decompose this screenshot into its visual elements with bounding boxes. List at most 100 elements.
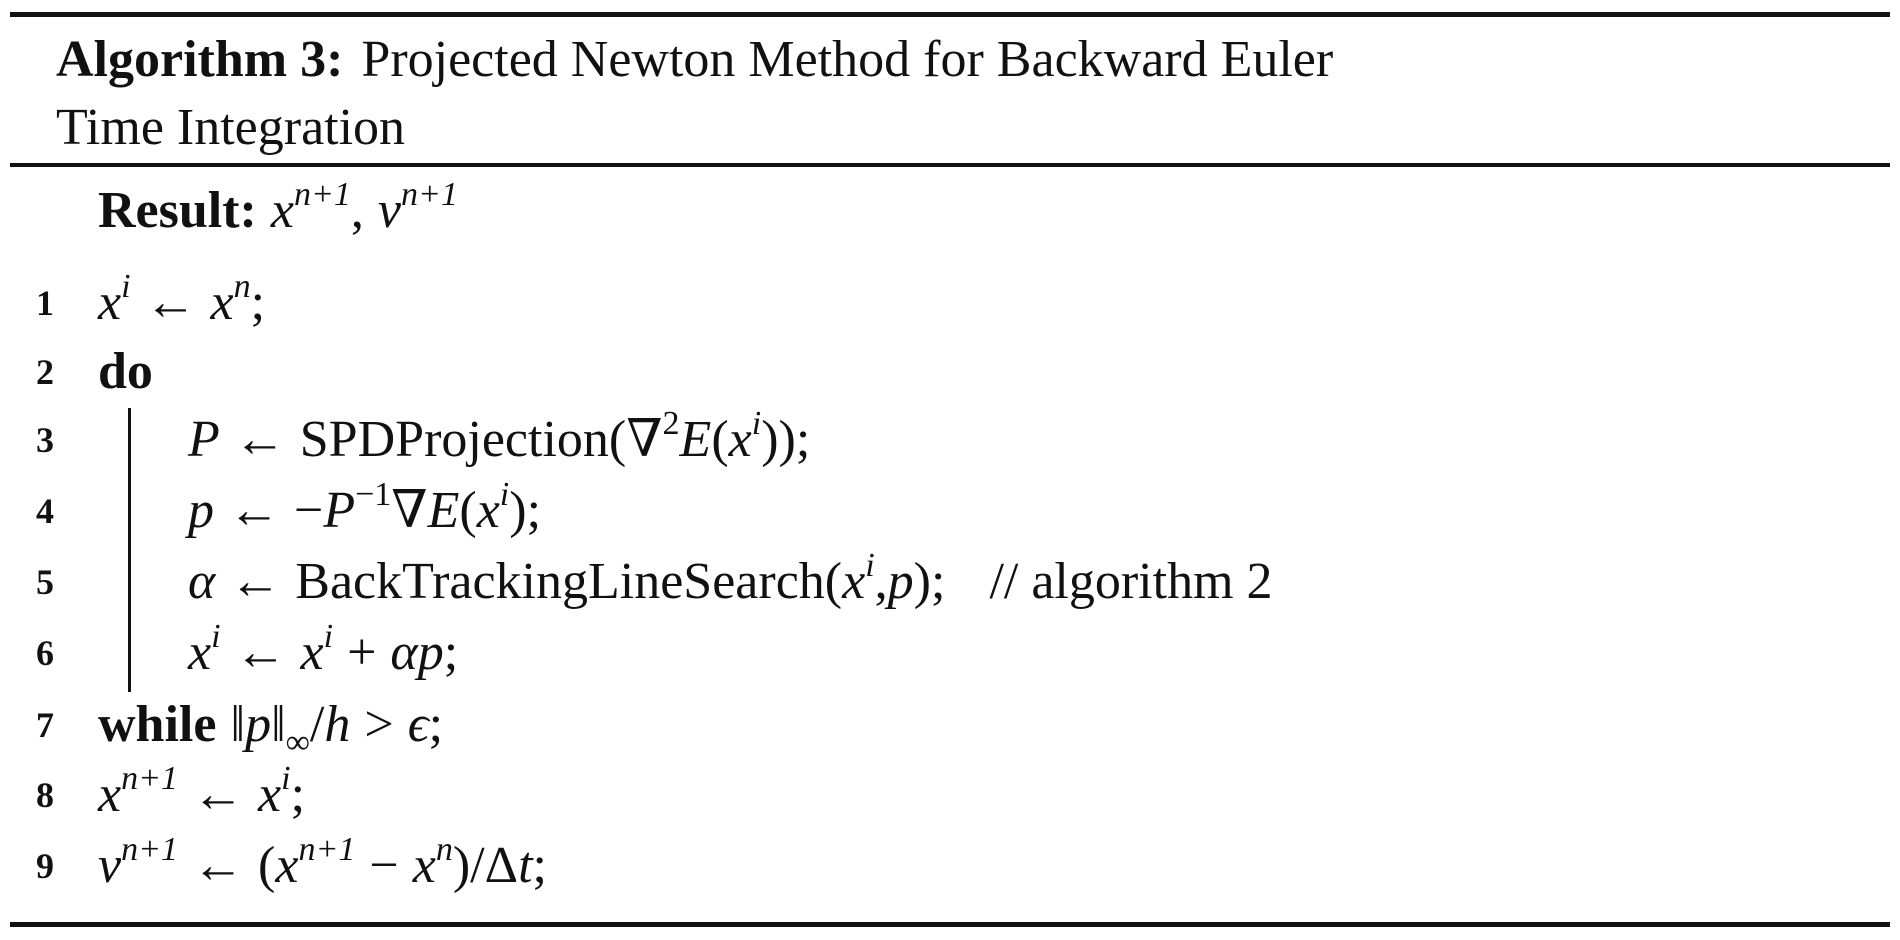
algorithm-title-line2: Time Integration bbox=[56, 99, 406, 156]
math-glyph: ) bbox=[761, 411, 779, 468]
math-glyph: n+1 bbox=[298, 831, 356, 868]
math-glyph: x bbox=[728, 411, 752, 468]
while-keyword: while bbox=[98, 696, 217, 753]
algorithm-title-line1: Projected Newton Method for Backward Eul… bbox=[361, 31, 1334, 88]
algorithm-line-5: 5 α←BackTrackingLineSearch(xi,p);// algo… bbox=[0, 547, 1880, 617]
math-glyph: ← bbox=[228, 482, 280, 539]
math-glyph: i bbox=[121, 268, 131, 305]
math-glyph: ( bbox=[258, 837, 276, 894]
algorithm-line-3: 3 P←SPDProjection(∇2E(xi)); bbox=[0, 405, 1880, 475]
math-glyph: ( bbox=[711, 411, 729, 468]
algorithm-line-2: 2 do bbox=[0, 337, 1880, 407]
math-glyph: i bbox=[281, 760, 291, 797]
math-glyph: i bbox=[865, 547, 875, 584]
algorithm-label: Algorithm 3: bbox=[56, 31, 344, 88]
math-glyph: ; bbox=[250, 274, 266, 331]
math-glyph: ; bbox=[532, 837, 547, 894]
algorithm-line-7: 7 while‖p‖∞/h>ϵ; bbox=[0, 690, 1880, 760]
math-glyph: p bbox=[245, 696, 272, 753]
math-glyph: ; bbox=[795, 411, 811, 468]
math-glyph: x bbox=[270, 182, 294, 239]
math-glyph: i bbox=[323, 618, 334, 655]
math-glyph: E bbox=[679, 411, 712, 468]
math-glyph: − bbox=[369, 837, 399, 894]
math-glyph: α bbox=[390, 624, 418, 681]
math-glyph: ← bbox=[192, 766, 245, 823]
algorithm-caption: Algorithm 3: Projected Newton Method for … bbox=[56, 26, 1756, 162]
math-glyph: n bbox=[435, 831, 453, 868]
math-glyph: i bbox=[499, 476, 510, 513]
math-glyph: x bbox=[98, 766, 122, 823]
math-glyph: x bbox=[412, 837, 436, 894]
algorithm-line-1: 1 xi←xn; bbox=[0, 268, 1880, 338]
do-keyword: do bbox=[98, 343, 153, 400]
math-glyph: n bbox=[233, 268, 251, 305]
math-glyph: ← bbox=[229, 553, 282, 610]
math-glyph: ← bbox=[234, 624, 287, 681]
math-glyph: ∞ bbox=[285, 724, 310, 761]
line-number: 7 bbox=[36, 705, 54, 745]
comment-algorithm-2: // algorithm 2 bbox=[989, 553, 1273, 610]
line-number: 3 bbox=[36, 420, 54, 460]
math-glyph: ∇ bbox=[391, 482, 428, 539]
math-glyph: ( bbox=[608, 411, 627, 468]
math-glyph: x bbox=[476, 482, 500, 539]
math-glyph: p bbox=[417, 624, 444, 681]
math-glyph: , bbox=[350, 182, 364, 239]
math-glyph: ; bbox=[930, 553, 946, 610]
math-glyph: x bbox=[188, 624, 212, 681]
math-glyph: ) bbox=[509, 482, 527, 539]
math-glyph: P bbox=[188, 411, 220, 468]
math-glyph: Δ bbox=[484, 837, 519, 894]
math-glyph: ) bbox=[778, 411, 796, 468]
math-glyph: ϵ bbox=[407, 696, 429, 753]
math-glyph: ; bbox=[526, 482, 542, 539]
math-glyph: ← bbox=[192, 837, 245, 894]
math-glyph: ∇ bbox=[626, 411, 663, 468]
algorithm-line-6: 6 xi←xi+αp; bbox=[0, 618, 1880, 688]
math-glyph: p bbox=[887, 553, 914, 610]
math-glyph: + bbox=[347, 624, 377, 681]
line-number: 6 bbox=[36, 633, 54, 673]
math-glyph: ; bbox=[443, 624, 459, 681]
math-glyph: 2 bbox=[662, 405, 680, 442]
math-glyph: n+1 bbox=[401, 176, 458, 213]
math-glyph: ; bbox=[428, 696, 444, 753]
line-number: 8 bbox=[36, 775, 54, 815]
math-glyph: x bbox=[98, 274, 122, 331]
math-glyph: ) bbox=[913, 553, 931, 610]
math-glyph: t bbox=[518, 837, 533, 894]
math-glyph: n+1 bbox=[121, 831, 179, 868]
math-glyph: ← bbox=[144, 274, 197, 331]
math-glyph: ← bbox=[233, 411, 286, 468]
algorithm-line-9: 9 vn+1←(xn+1−xn)/Δt; bbox=[0, 831, 1880, 901]
math-glyph: x bbox=[258, 766, 282, 823]
line-number: 4 bbox=[36, 491, 54, 531]
math-glyph: α bbox=[188, 553, 216, 610]
result-keyword: Result: bbox=[98, 182, 257, 239]
algorithm-line-4: 4 p←−P−1∇E(xi); bbox=[0, 476, 1880, 546]
math-glyph: i bbox=[211, 618, 221, 655]
math-glyph: BackTrackingLineSearch bbox=[295, 553, 825, 610]
bottom-rule bbox=[10, 922, 1890, 927]
algorithm-line-8: 8 xn+1←xi; bbox=[0, 760, 1880, 830]
result-line: Result:xn+1,vn+1 bbox=[0, 176, 1880, 246]
top-rule bbox=[10, 12, 1890, 17]
line-number: 9 bbox=[36, 846, 54, 886]
line-number: 5 bbox=[36, 562, 54, 602]
math-glyph: − bbox=[294, 482, 324, 539]
math-glyph: / bbox=[309, 696, 325, 753]
math-glyph: v bbox=[98, 837, 122, 894]
math-glyph: x bbox=[842, 553, 866, 610]
math-glyph: / bbox=[470, 837, 485, 894]
math-glyph: n+1 bbox=[293, 176, 351, 213]
math-glyph: x bbox=[300, 624, 324, 681]
math-glyph: h bbox=[324, 696, 351, 753]
math-glyph: ; bbox=[290, 766, 306, 823]
math-glyph: ( bbox=[459, 482, 477, 539]
math-glyph: ( bbox=[824, 553, 843, 610]
line-number: 1 bbox=[36, 283, 54, 323]
math-glyph: ) bbox=[452, 837, 471, 894]
math-glyph: E bbox=[427, 482, 460, 539]
math-glyph: n+1 bbox=[121, 760, 179, 797]
